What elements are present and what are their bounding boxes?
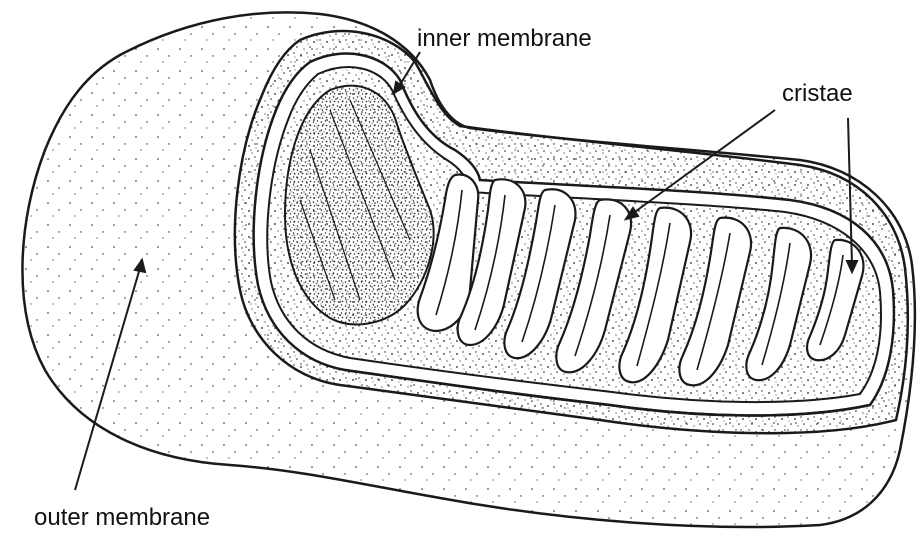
outer-membrane-label: outer membrane [34,506,210,530]
inner-membrane-label: inner membrane [417,27,592,51]
cristae-label: cristae [782,82,853,106]
